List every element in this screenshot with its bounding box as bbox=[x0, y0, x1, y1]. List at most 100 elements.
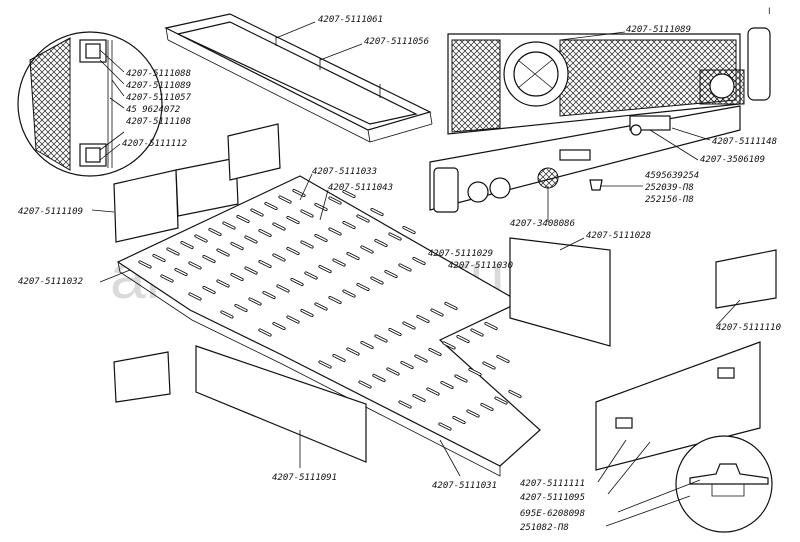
floor-slot-inner bbox=[357, 283, 369, 291]
floor-slot-inner bbox=[389, 328, 401, 336]
label-4207-3506109: 4207-3506109 bbox=[700, 155, 765, 165]
floor-slot-inner bbox=[427, 388, 439, 395]
floor-slot-inner bbox=[497, 355, 509, 363]
floor-slot-inner bbox=[167, 248, 179, 255]
floor-slot-inner bbox=[371, 277, 383, 284]
label-4207-3408086: 4207-3408086 bbox=[510, 219, 575, 229]
floor-slot-inner bbox=[265, 202, 277, 210]
label-4207-5111088: 4207-5111088 bbox=[126, 69, 191, 79]
floor-slot-inner bbox=[329, 296, 341, 304]
floor-slot-inner bbox=[259, 260, 271, 268]
floor-slot-inner bbox=[259, 329, 271, 336]
label-4207-5111109: 4207-5111109 bbox=[18, 207, 83, 217]
label-4207-5111108: 4207-5111108 bbox=[126, 117, 191, 127]
floor-slot-inner bbox=[237, 215, 249, 223]
detail-circle-clamp bbox=[17, 31, 163, 177]
label-4207-5111095: 4207-5111095 bbox=[520, 493, 585, 503]
floor-slot-inner bbox=[305, 272, 317, 279]
label-4207-5111032: 4207-5111032 bbox=[18, 277, 83, 287]
floor-slot-inner bbox=[223, 222, 235, 229]
floor-slot-inner bbox=[333, 354, 345, 362]
floor-slot-inner bbox=[287, 216, 299, 224]
floor-slot-inner bbox=[329, 197, 341, 204]
label-459624072: 45 9624072 bbox=[126, 105, 180, 115]
floor-slot-inner bbox=[231, 273, 243, 281]
part-labels: 4207-5111061 4207-5111056 4207-5111089 4… bbox=[18, 15, 781, 533]
floor-slot-inner bbox=[417, 315, 429, 323]
floor-slot-inner bbox=[161, 275, 173, 282]
floor-slot-inner bbox=[333, 259, 345, 266]
floor-slot-inner bbox=[279, 196, 291, 203]
floor-slot-inner bbox=[203, 286, 215, 294]
floor-slot-inner bbox=[495, 397, 507, 404]
floor-slot-inner bbox=[203, 255, 215, 263]
label-4207-5111148: 4207-5111148 bbox=[712, 137, 777, 147]
floor-slot-inner bbox=[481, 403, 493, 411]
floor-slot-inner bbox=[359, 381, 371, 388]
floor-slot-inner bbox=[301, 241, 313, 248]
label-695e-6208098: 695Е-6208098 bbox=[520, 509, 585, 519]
floor-slot-inner bbox=[235, 304, 247, 312]
floor-slot-inner bbox=[347, 348, 359, 355]
label-4207-5111028: 4207-5111028 bbox=[586, 231, 651, 241]
floor-slot-inner bbox=[291, 278, 303, 286]
floor-slot-inner bbox=[439, 423, 451, 430]
label-4207-5111030: 4207-5111030 bbox=[448, 261, 513, 271]
floor-slot-inner bbox=[441, 381, 453, 389]
label-4207-5111089: 4207-5111089 bbox=[126, 81, 191, 91]
floor-slot-inner bbox=[413, 257, 425, 265]
floor-slot-inner bbox=[415, 355, 427, 362]
floor-slot-inner bbox=[347, 252, 359, 260]
floor-slot-inner bbox=[231, 242, 243, 250]
floor-slot-inner bbox=[181, 241, 193, 249]
right-side-panel bbox=[509, 237, 777, 471]
floor-slot-inner bbox=[455, 375, 467, 382]
floor-slot-inner bbox=[273, 223, 285, 230]
detail-circle-clip bbox=[675, 435, 773, 533]
floor-slot-inner bbox=[153, 254, 165, 262]
floor-slot-inner bbox=[399, 401, 411, 408]
floor-slot-inner bbox=[361, 341, 373, 349]
floor-slot-inner bbox=[315, 234, 327, 242]
floor-slot-inner bbox=[453, 416, 465, 424]
label-4207-5111091: 4207-5111091 bbox=[272, 473, 337, 483]
bottom-left-panel bbox=[113, 345, 367, 463]
label-252156-p8: 252156-П8 bbox=[645, 195, 694, 205]
floor-slot-inner bbox=[287, 316, 299, 323]
corner-mark: Ⅰ bbox=[768, 7, 771, 17]
floor-slot-inner bbox=[139, 261, 151, 268]
floor-slot-inner bbox=[217, 249, 229, 256]
floor-slot-inner bbox=[175, 268, 187, 276]
floor-slot-inner bbox=[287, 247, 299, 255]
floor-slots bbox=[138, 188, 522, 431]
floor-slot-inner bbox=[373, 374, 385, 382]
left-side-panel bbox=[113, 123, 281, 243]
label-4207-5111111: 4207-5111111 bbox=[520, 479, 585, 489]
floor-slot-inner bbox=[403, 226, 415, 234]
label-4207-5111089-top: 4207-5111089 bbox=[626, 25, 691, 35]
label-4595639254: 4595639254 bbox=[645, 171, 699, 181]
floor-slot-inner bbox=[189, 293, 201, 300]
label-4207-5111029: 4207-5111029 bbox=[428, 249, 493, 259]
floor-slot-inner bbox=[263, 291, 275, 299]
floor-slot-inner bbox=[277, 285, 289, 292]
floor-slot-inner bbox=[273, 322, 285, 330]
floor-slot-inner bbox=[209, 228, 221, 236]
dashboard-lower-panel bbox=[429, 105, 741, 213]
floor-slot-inner bbox=[189, 262, 201, 269]
floor-slot-inner bbox=[483, 362, 495, 369]
floor-slot-inner bbox=[343, 290, 355, 297]
floor-slot-inner bbox=[315, 203, 327, 211]
label-4207-5111031: 4207-5111031 bbox=[432, 481, 497, 491]
floor-slot-inner bbox=[259, 229, 271, 237]
floor-slot-inner bbox=[329, 228, 341, 235]
floor-slot-inner bbox=[245, 267, 257, 274]
floor-slot-inner bbox=[431, 309, 443, 316]
floor-slot-inner bbox=[399, 264, 411, 271]
floor-slot-inner bbox=[375, 239, 387, 247]
floor-slot-inner bbox=[389, 233, 401, 240]
leader-lines bbox=[91, 21, 741, 527]
floor-slot-inner bbox=[443, 342, 455, 349]
floor-slot-inner bbox=[387, 368, 399, 375]
